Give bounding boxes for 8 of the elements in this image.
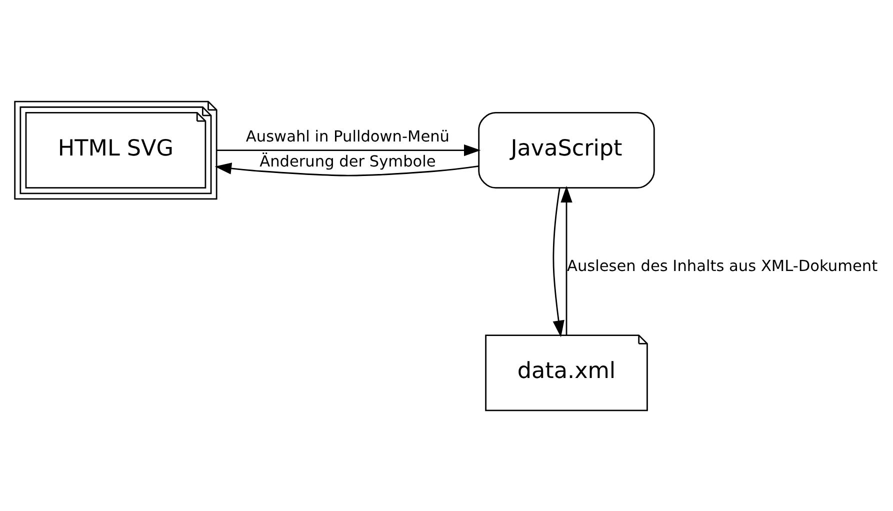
edge-label: Änderung der Symbole (260, 152, 436, 170)
arrow (214, 162, 479, 176)
edge-label: Auslesen des Inhalts aus XML-Dokument (567, 256, 878, 275)
arrow (560, 185, 572, 335)
edge-label: Auswahl in Pulldown-Menü (246, 127, 450, 146)
arrow (552, 187, 564, 337)
node-box: JavaScript (478, 112, 655, 188)
arrow (216, 144, 481, 156)
